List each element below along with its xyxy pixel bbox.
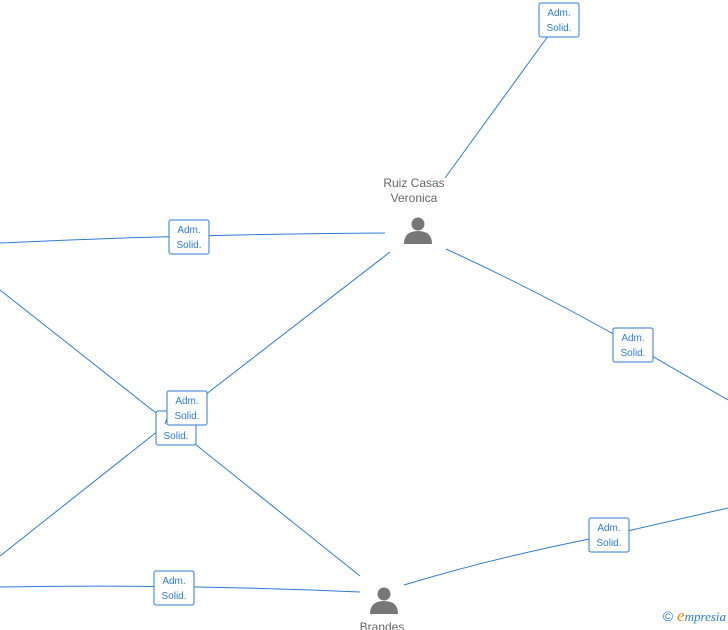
- role-label-line: Solid.: [620, 348, 645, 359]
- role-boxes: Adm. Solid. Adm. Solid. Adm. Solid. Adm. Solid.…: [153, 2, 654, 606]
- role-box-r-bottom-right[interactable]: Adm. Solid.: [588, 517, 630, 553]
- role-box-frame: [612, 327, 654, 363]
- edge-line: [0, 289, 176, 429]
- role-box-r-right-mid[interactable]: Adm. Solid.: [612, 327, 654, 363]
- edge-line: [444, 31, 552, 179]
- brand-footer: © empresia: [663, 606, 726, 626]
- role-box-frame: [168, 219, 210, 255]
- brand-logo[interactable]: empresia: [677, 606, 726, 626]
- edges: [0, 31, 728, 593]
- person-icon: [370, 587, 398, 614]
- role-box-frame: [588, 517, 630, 553]
- role-box-r-top[interactable]: Adm. Solid.: [538, 2, 580, 38]
- role-label-line: Adm.: [621, 333, 644, 344]
- role-box-r-center-front[interactable]: Adm. Solid.: [166, 390, 208, 426]
- role-box-r-bottom-left[interactable]: Adm. Solid.: [153, 570, 195, 606]
- role-label-line: Solid.: [596, 538, 621, 549]
- role-label-line: Adm.: [175, 396, 198, 407]
- role-box-frame: [538, 2, 580, 38]
- role-label-line: Adm.: [547, 8, 570, 19]
- role-label-line: Solid.: [163, 431, 188, 442]
- edge-line: [204, 251, 391, 396]
- copyright-symbol: ©: [662, 608, 674, 624]
- person-name-line: Veronica: [391, 191, 438, 205]
- role-label-line: Adm.: [177, 225, 200, 236]
- role-box-frame: [153, 570, 195, 606]
- edge-line: [445, 248, 634, 346]
- role-box-r-left-mid[interactable]: Adm. Solid.: [168, 219, 210, 255]
- edge-line: [403, 534, 611, 586]
- brand-initial: e: [677, 606, 685, 625]
- edge-line: [174, 427, 361, 577]
- edge-line: [609, 507, 728, 536]
- person-node-brandes[interactable]: Brandes: [360, 587, 405, 630]
- person-name-line: Brandes: [360, 620, 405, 630]
- role-label-line: Adm.: [597, 523, 620, 534]
- role-label-line: Solid.: [174, 411, 199, 422]
- role-box-frame: [166, 390, 208, 426]
- role-label-line: Adm.: [162, 576, 185, 587]
- person-name-line: Ruiz Casas: [383, 176, 444, 190]
- role-label-line: Solid.: [161, 591, 186, 602]
- role-label-line: Solid.: [176, 240, 201, 251]
- role-label-line: Solid.: [546, 23, 571, 34]
- person-icon: [404, 217, 432, 244]
- brand-name: mpresia: [684, 609, 726, 624]
